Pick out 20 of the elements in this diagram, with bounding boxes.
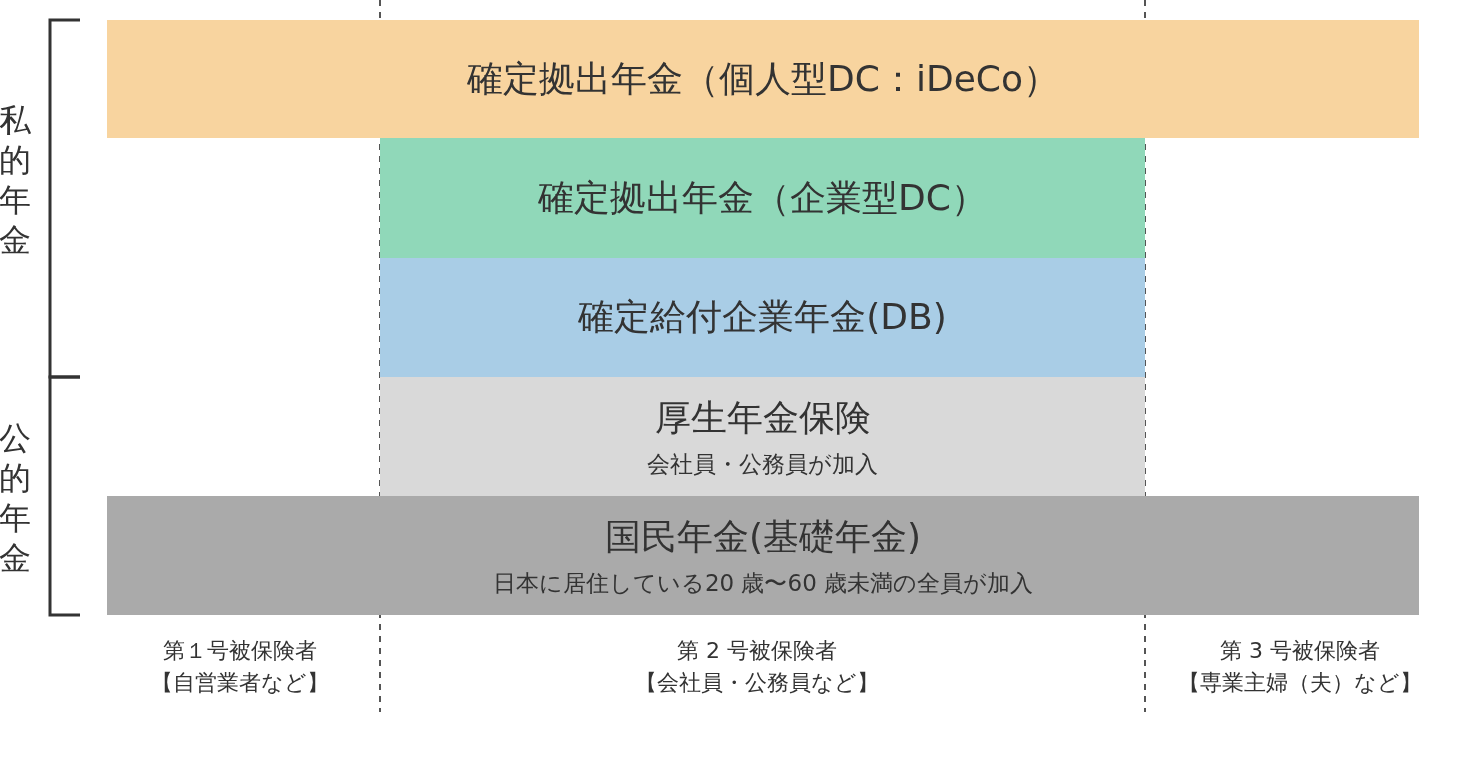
band-title: 国民年金(基礎年金) [604, 514, 922, 559]
band-title: 厚生年金保険 [654, 395, 871, 440]
band-title: 確定拠出年金（個人型DC：iDeCo） [467, 56, 1059, 101]
band-note: 日本に居住している20 歳〜60 歳未満の全員が加入 [492, 568, 1034, 598]
pension-band [107, 496, 1419, 615]
group-note: 【専業主婦（夫）など】 [1178, 669, 1422, 697]
group-note: 【会社員・公務員など】 [635, 669, 879, 697]
group-label: 第 3 号被保険者 [1220, 637, 1380, 665]
bracket-label: 私的年金 [0, 100, 32, 260]
band-note: 会社員・公務員が加入 [647, 449, 878, 479]
pension-band [107, 20, 1419, 138]
group-label: 第１号被保険者 [163, 637, 317, 665]
band-title: 確定給付企業年金(DB) [578, 295, 947, 339]
band-title: 確定拠出年金（企業型DC） [538, 175, 987, 220]
group-note: 【自営業者など】 [151, 669, 329, 697]
pension-band [380, 377, 1145, 496]
bracket-label: 公的年金 [0, 418, 32, 578]
group-label: 第 2 号被保険者 [677, 637, 837, 665]
pension-band [380, 258, 1145, 377]
pension-band [380, 138, 1145, 258]
